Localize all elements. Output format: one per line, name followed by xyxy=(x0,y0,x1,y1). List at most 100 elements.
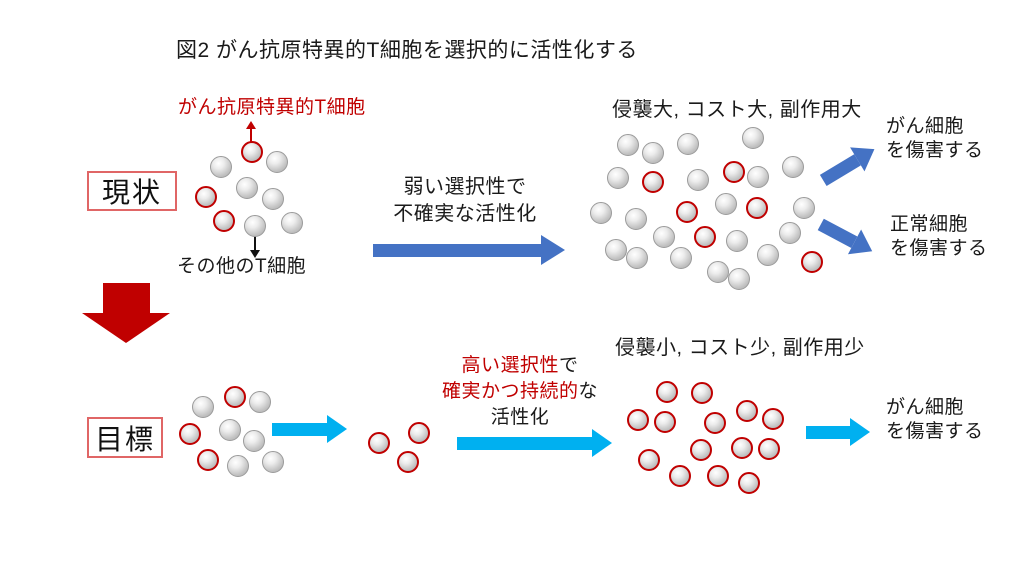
arrow-shaft xyxy=(373,243,541,257)
goal-box: 目標 xyxy=(87,417,163,458)
goal-label: 目標 xyxy=(94,423,155,455)
strong-activation-line1-black: で xyxy=(559,355,579,376)
other-t-cell xyxy=(192,396,214,418)
cancer-specific-t-cell xyxy=(197,449,219,471)
other-t-cell xyxy=(793,197,815,219)
pointer-down-icon xyxy=(250,250,260,258)
other-t-cell xyxy=(262,188,284,210)
arrow-shaft xyxy=(819,153,861,186)
cancer-specific-t-cell xyxy=(397,451,419,473)
cancer-specific-t-cell xyxy=(195,186,217,208)
arrow-shaft xyxy=(272,422,327,436)
cancer-specific-t-cell xyxy=(179,423,201,445)
cancer-specific-t-cell xyxy=(738,472,760,494)
outcome-normal-text: 正常細胞 を傷害する xyxy=(890,213,988,261)
cancer-specific-t-cell xyxy=(368,432,390,454)
cancer-specific-t-cell xyxy=(654,411,676,433)
weak-activation-arrow xyxy=(373,235,565,265)
cancer-specific-t-cell xyxy=(691,382,713,404)
strong-activation-line3: 活性化 xyxy=(490,407,550,428)
strong-activation-line2: 確実かつ持続的な xyxy=(425,379,615,405)
cancer-specific-t-cell xyxy=(758,438,780,460)
cancer-specific-t-cell xyxy=(723,161,745,183)
other-t-cell xyxy=(590,202,612,224)
transition-arrow xyxy=(82,283,170,343)
cancer-specific-t-cell xyxy=(690,439,712,461)
cancer-specific-t-cell xyxy=(224,386,246,408)
outcome-cancer-goal-line1: がん細胞 xyxy=(886,397,965,418)
cancer-specific-t-cell xyxy=(801,251,823,273)
other-t-cell xyxy=(715,193,737,215)
other-t-cell xyxy=(236,177,258,199)
other-t-cell xyxy=(249,391,271,413)
cancer-specific-t-cell xyxy=(694,226,716,248)
strong-activation-line1: 高い選択性で xyxy=(425,353,615,379)
other-t-cell xyxy=(642,142,664,164)
arrow-head-icon xyxy=(327,415,347,443)
other-t-cell xyxy=(728,268,750,290)
current-state-box: 現状 xyxy=(87,171,177,211)
outcome-cancer-line2: を傷害する xyxy=(886,140,984,161)
cancer-specific-t-cell xyxy=(731,437,753,459)
selection-arrow xyxy=(272,415,347,443)
other-t-cell xyxy=(625,208,647,230)
arrow-head-icon xyxy=(82,313,170,343)
damage-normal-arrow xyxy=(814,212,879,264)
other-t-cell xyxy=(677,133,699,155)
strong-activation-text: 高い選択性で 確実かつ持続的な 活性化 xyxy=(425,353,615,431)
pointer-up-icon xyxy=(246,121,256,129)
pointer-down-line xyxy=(254,234,256,251)
other-t-cell xyxy=(227,455,249,477)
other-t-cell xyxy=(653,226,675,248)
other-t-cell-label: その他のT細胞 xyxy=(177,256,307,277)
other-t-cell xyxy=(607,167,629,189)
cancer-specific-t-cell xyxy=(638,449,660,471)
cancer-specific-t-cell xyxy=(627,409,649,431)
other-t-cell xyxy=(747,166,769,188)
other-t-cell xyxy=(742,127,764,149)
other-t-cell xyxy=(281,212,303,234)
other-t-cell xyxy=(757,244,779,266)
strong-activation-line2-black: な xyxy=(578,381,599,402)
cancer-specific-t-cell xyxy=(676,201,698,223)
cancer-specific-t-cell xyxy=(746,197,768,219)
current-state-label: 現状 xyxy=(101,177,162,208)
cancer-specific-t-cell xyxy=(704,412,726,434)
cancer-specific-t-cell-label: がん抗原特異的T細胞 xyxy=(178,97,366,118)
damage-cancer-arrow xyxy=(816,137,882,192)
cancer-specific-t-cell xyxy=(241,141,263,163)
arrow-shaft xyxy=(817,218,858,248)
damage-cancer-arrow-goal xyxy=(806,418,870,446)
cancer-specific-t-cell xyxy=(642,171,664,193)
other-t-cell xyxy=(219,419,241,441)
cancer-specific-t-cell xyxy=(762,408,784,430)
other-t-cell xyxy=(782,156,804,178)
outcome-cancer-line1: がん細胞 xyxy=(886,116,965,137)
figure-title: 図2 がん抗原特異的T細胞を選択的に活性化する xyxy=(176,39,638,62)
arrow-shaft xyxy=(806,425,850,439)
other-t-cell xyxy=(605,239,627,261)
outcome-normal-line1: 正常細胞 xyxy=(890,214,969,235)
arrow-head-icon xyxy=(850,418,870,446)
outcome-cancer-goal-line2: を傷害する xyxy=(886,421,984,442)
strong-activation-arrow xyxy=(457,429,612,457)
other-t-cell xyxy=(779,222,801,244)
other-t-cell xyxy=(210,156,232,178)
arrow-head-icon xyxy=(541,235,565,265)
arrow-shaft xyxy=(102,283,150,313)
cancer-specific-t-cell xyxy=(669,465,691,487)
arrow-head-icon xyxy=(592,429,612,457)
strong-activation-line2-red: 確実かつ持続的 xyxy=(441,381,579,402)
other-t-cell xyxy=(687,169,709,191)
cancer-specific-t-cell xyxy=(656,381,678,403)
weak-activation-text: 弱い選択性で 不確実な活性化 xyxy=(370,174,560,228)
current-result-caption: 侵襲大, コスト大, 副作用大 xyxy=(612,99,862,121)
outcome-normal-line2: を傷害する xyxy=(890,238,988,259)
other-t-cell xyxy=(670,247,692,269)
other-t-cell xyxy=(626,247,648,269)
other-t-cell xyxy=(726,230,748,252)
other-t-cell xyxy=(262,451,284,473)
other-t-cell xyxy=(243,430,265,452)
pointer-up-line xyxy=(250,128,252,149)
